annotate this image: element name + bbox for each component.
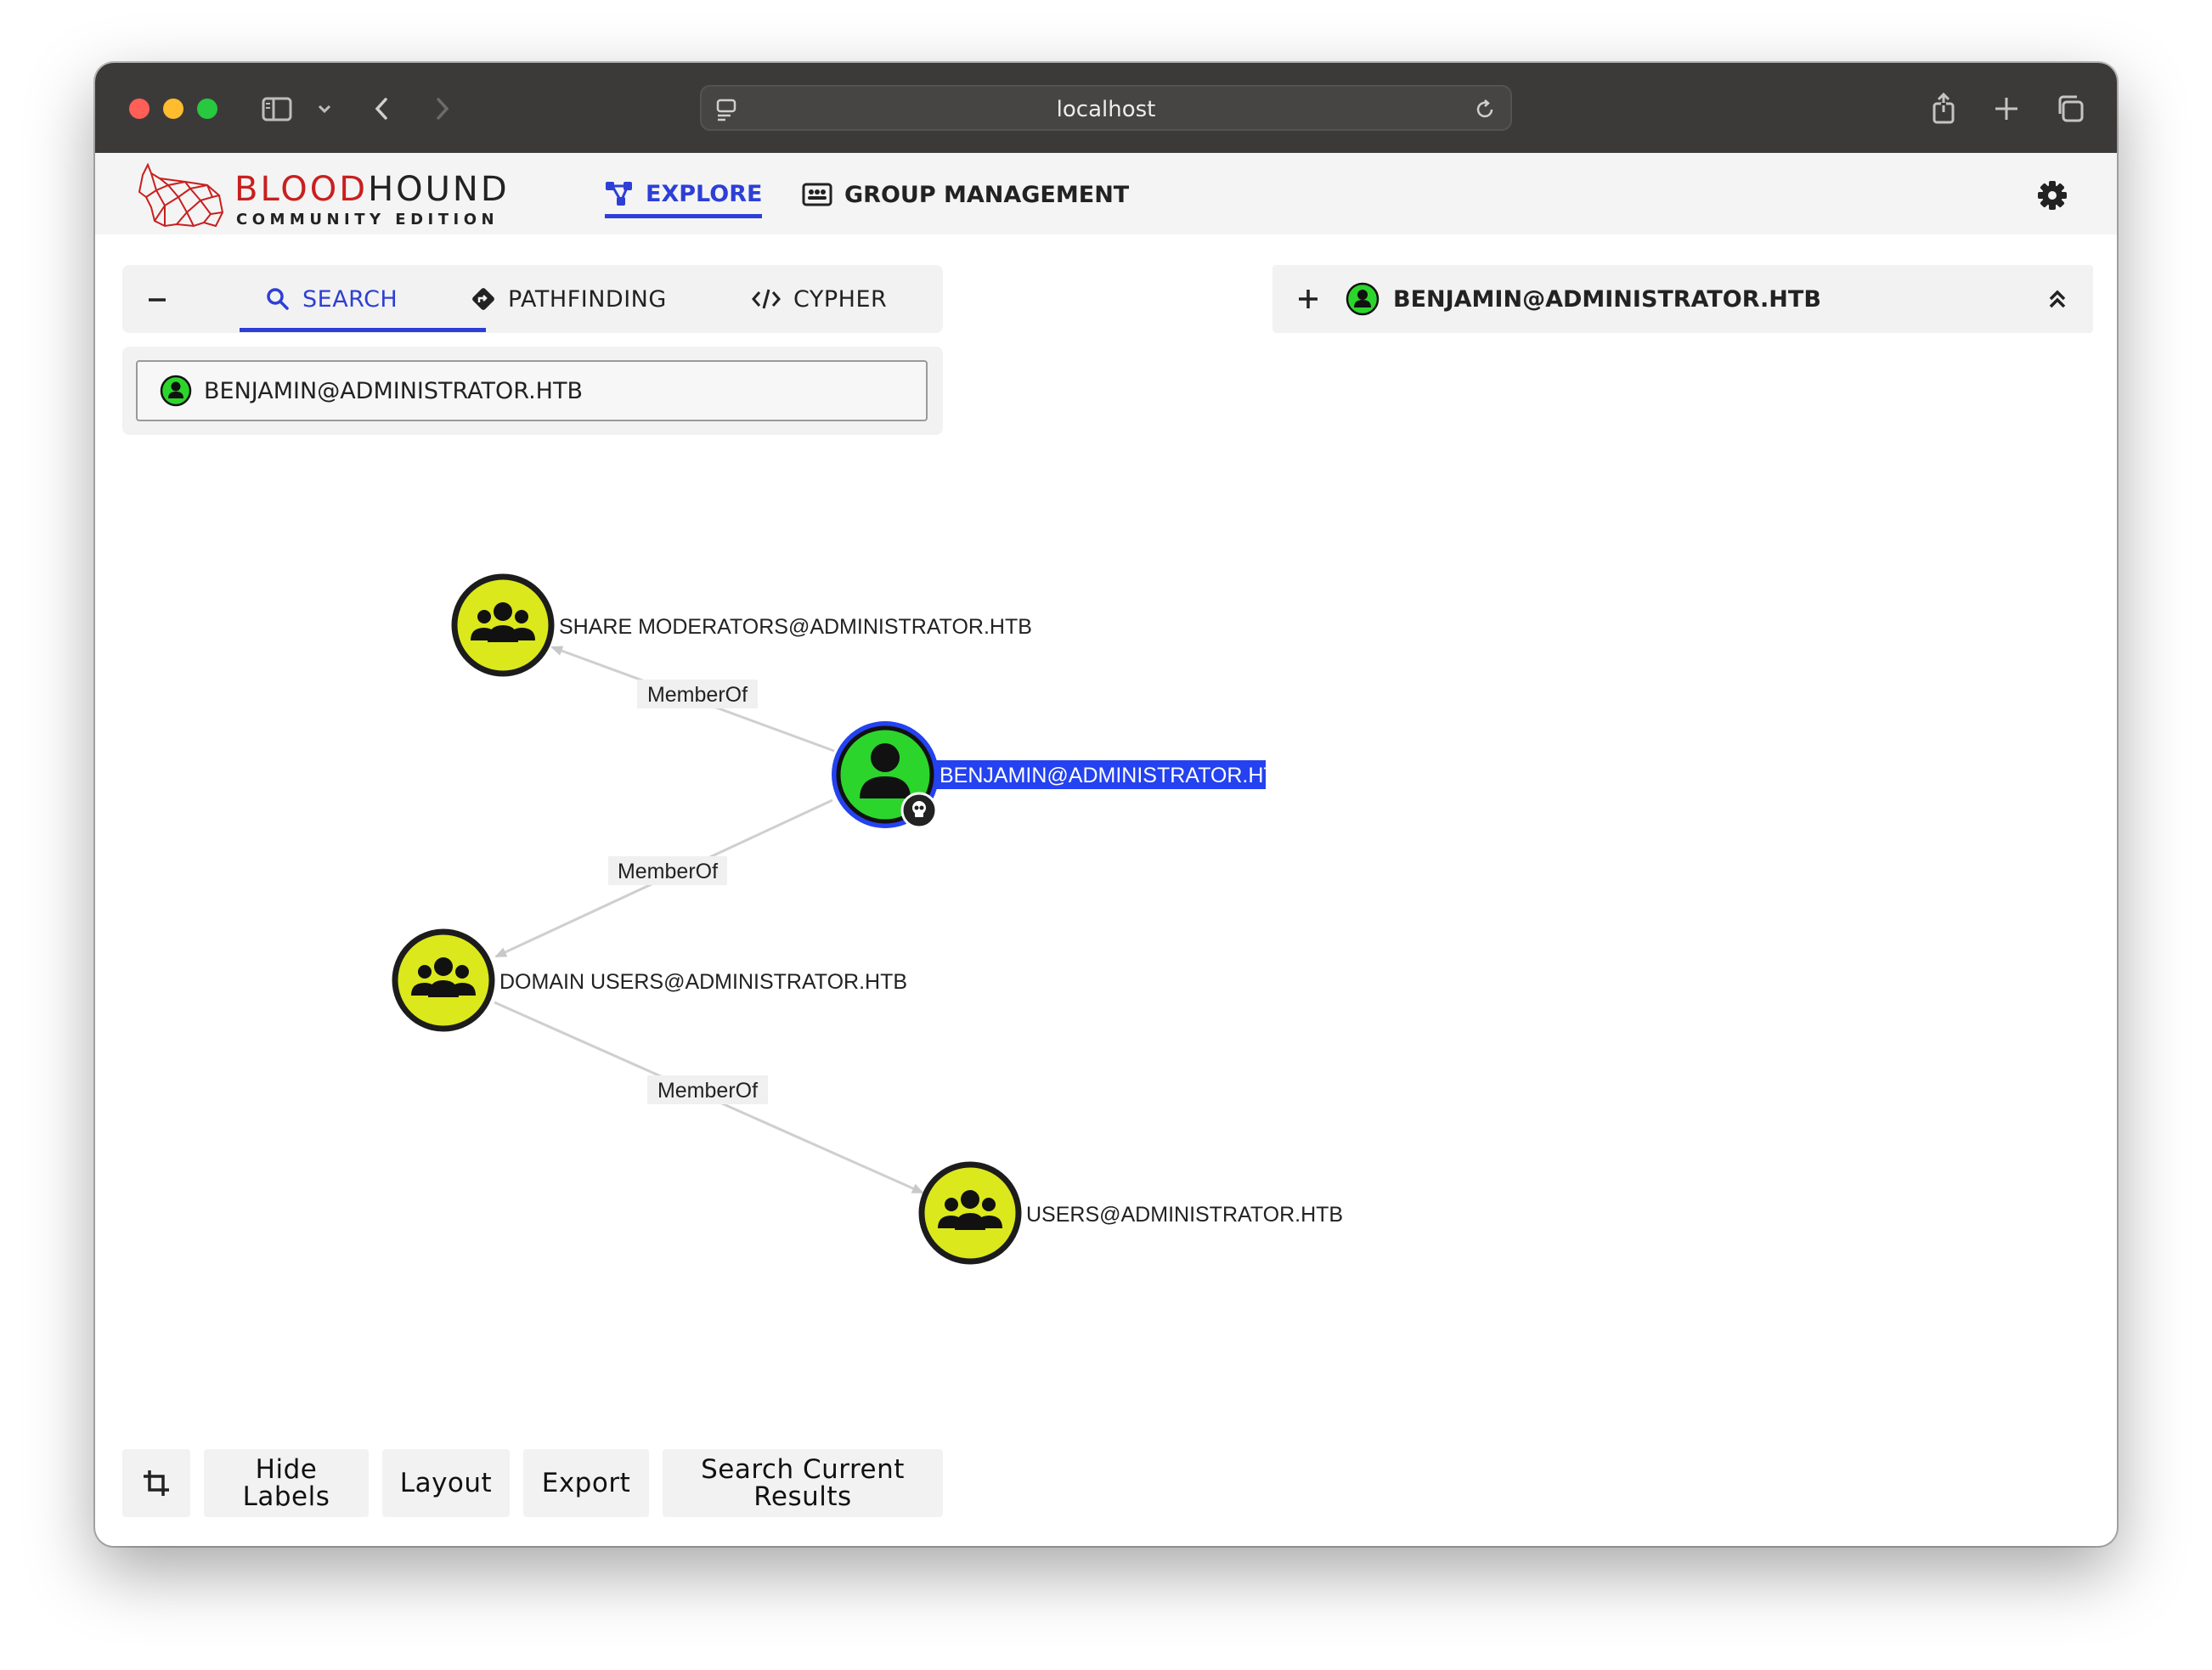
group-node-users[interactable] — [918, 1161, 1022, 1265]
search-tabs-bar: SEARCH PATHFINDING CYPHER — [122, 265, 943, 333]
new-tab-icon[interactable] — [1986, 88, 2027, 129]
group-node-domain-users[interactable] — [392, 928, 495, 1032]
group-node-share-moderators[interactable] — [451, 573, 555, 677]
skull-icon — [912, 801, 926, 817]
crop-icon — [144, 1470, 169, 1496]
graph-icon — [606, 182, 632, 206]
plus-icon[interactable] — [1296, 287, 1320, 311]
tab-cypher[interactable]: CYPHER — [751, 265, 887, 333]
chevron-double-up-icon[interactable] — [2046, 287, 2069, 311]
crop-button[interactable] — [122, 1449, 190, 1517]
share-icon[interactable] — [1923, 88, 1964, 129]
id-card-icon — [802, 183, 832, 206]
active-tab-indicator — [240, 328, 486, 332]
svg-text:MemberOf: MemberOf — [647, 683, 748, 707]
user-node-icon — [160, 375, 192, 407]
collapse-minus-icon[interactable] — [146, 289, 168, 311]
diamond-arrow-icon — [472, 288, 494, 310]
graph-canvas[interactable]: MemberOf MemberOf MemberOf SHARE MODERAT… — [95, 63, 2117, 1546]
address-bar[interactable]: localhost — [700, 85, 1512, 131]
layout-button[interactable]: Layout — [382, 1449, 510, 1517]
tab-label: CYPHER — [793, 285, 888, 313]
page-settings-icon[interactable] — [712, 93, 742, 124]
search-input-value: BENJAMIN@ADMINISTRATOR.HTB — [204, 377, 583, 404]
sidebar-toggle-icon[interactable] — [257, 88, 297, 129]
entity-name: BENJAMIN@ADMINISTRATOR.HTB — [1393, 285, 1821, 313]
app-header: BLOODHOUND COMMUNITY EDITION EXPLORE GRO… — [95, 153, 2117, 234]
group-icon — [938, 1190, 1002, 1230]
tab-search[interactable]: SEARCH — [265, 265, 398, 333]
forward-icon[interactable] — [421, 88, 462, 129]
close-window-button[interactable] — [129, 99, 150, 119]
browser-window: localhost — [95, 63, 2117, 1546]
gear-icon[interactable] — [2035, 178, 2069, 212]
entity-info-panel-header[interactable]: BENJAMIN@ADMINISTRATOR.HTB — [1272, 265, 2093, 333]
nav-tab-explore[interactable]: EXPLORE — [605, 173, 763, 218]
code-icon — [752, 289, 781, 309]
edge-label: MemberOf — [608, 856, 727, 885]
selected-label-highlight — [934, 760, 1266, 789]
node-label: USERS@ADMINISTRATOR.HTB — [1026, 1203, 1343, 1227]
nav-tab-label: EXPLORE — [646, 180, 763, 207]
tab-label: PATHFINDING — [508, 285, 667, 313]
node-label: SHARE MODERATORS@ADMINISTRATOR.HTB — [559, 615, 1032, 639]
group-icon — [411, 957, 476, 997]
node-label: BENJAMIN@ADMINISTRATOR.HTB — [940, 764, 1290, 787]
back-icon[interactable] — [362, 88, 403, 129]
user-icon — [860, 743, 911, 798]
minimize-window-button[interactable] — [163, 99, 183, 119]
search-input[interactable]: BENJAMIN@ADMINISTRATOR.HTB — [136, 360, 928, 421]
reload-icon[interactable] — [1470, 94, 1500, 125]
svg-text:MemberOf: MemberOf — [618, 860, 718, 883]
zoom-window-button[interactable] — [197, 99, 217, 119]
user-node-benjamin[interactable] — [832, 721, 939, 829]
logo-edition: COMMUNITY EDITION — [236, 211, 499, 228]
browser-toolbar: localhost — [95, 63, 2117, 155]
nav-tab-group-management[interactable]: GROUP MANAGEMENT — [802, 173, 1129, 216]
node-label: DOMAIN USERS@ADMINISTRATOR.HTB — [499, 970, 907, 994]
logo-wordmark: BLOODHOUND — [234, 170, 510, 209]
tab-pathfinding[interactable]: PATHFINDING — [471, 265, 667, 333]
tab-label: SEARCH — [302, 285, 398, 313]
svg-text:MemberOf: MemberOf — [657, 1079, 758, 1103]
url-text: localhost — [1056, 97, 1156, 122]
chevron-down-icon[interactable] — [304, 88, 345, 129]
edge-label: MemberOf — [637, 680, 758, 708]
search-icon — [267, 288, 289, 310]
tab-overview-icon[interactable] — [2051, 88, 2091, 129]
group-icon — [471, 602, 535, 642]
nav-tab-label: GROUP MANAGEMENT — [844, 181, 1130, 208]
export-button[interactable]: Export — [523, 1449, 649, 1517]
search-panel: BENJAMIN@ADMINISTRATOR.HTB — [122, 347, 943, 435]
bloodhound-logo-icon[interactable] — [134, 160, 228, 229]
user-node-icon — [1346, 282, 1380, 316]
edge-label: MemberOf — [647, 1075, 768, 1104]
